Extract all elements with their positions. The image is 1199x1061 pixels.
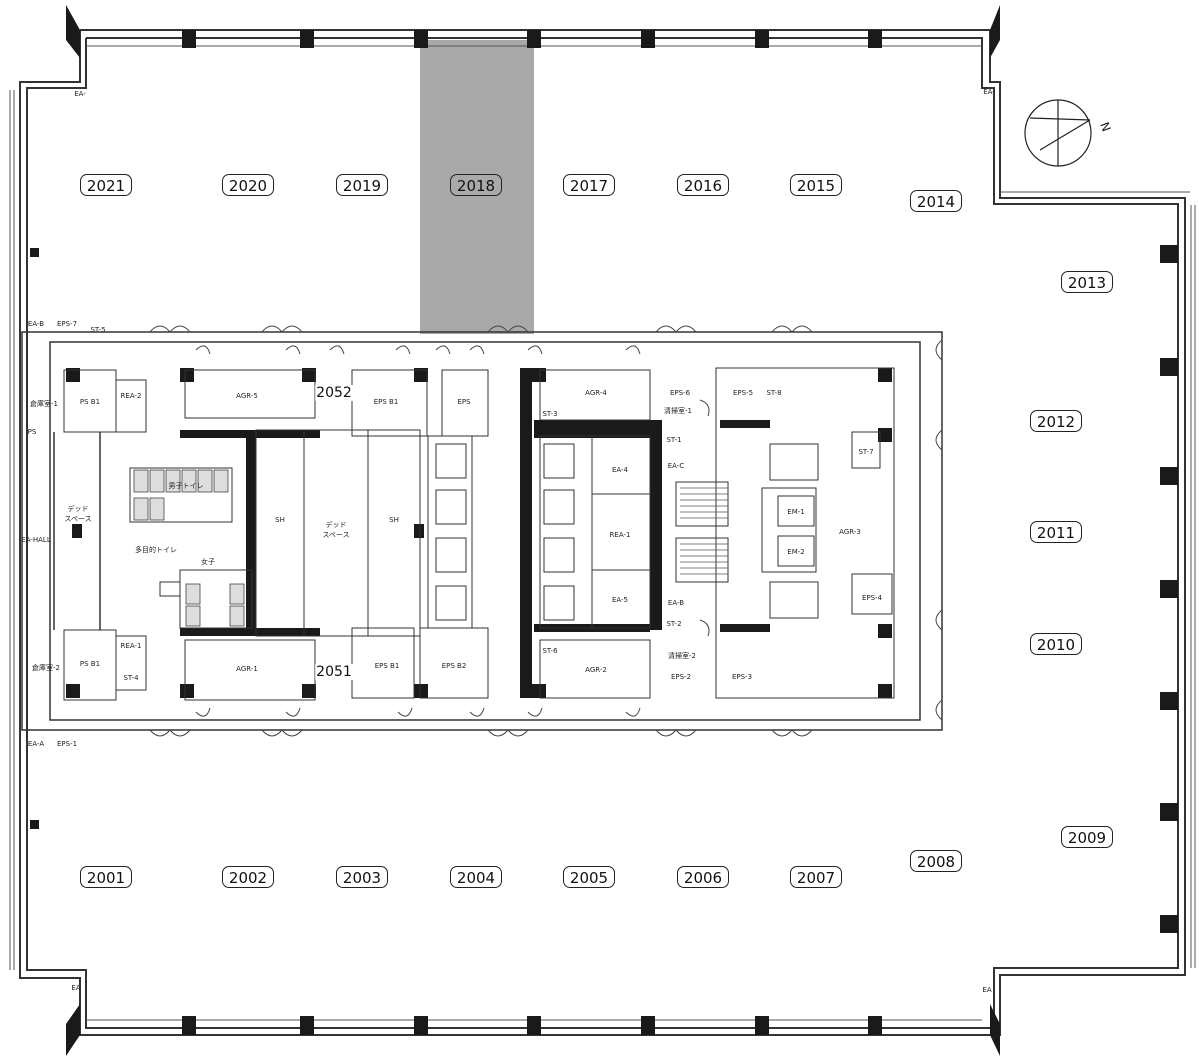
room-agr2: AGR-2 bbox=[585, 666, 607, 674]
room-eps4: EPS-4 bbox=[861, 594, 883, 602]
room-sh-a: SH bbox=[275, 516, 285, 524]
room-eps1: EPS-1 bbox=[56, 740, 78, 748]
room-ea-top-right: EA- bbox=[983, 88, 995, 96]
room-eps6: EPS-6 bbox=[669, 389, 691, 397]
unit-2020[interactable]: 2020 bbox=[222, 174, 274, 196]
room-eps7: EPS-7 bbox=[56, 320, 78, 328]
room-ea-hall: EA-HALL bbox=[21, 536, 51, 544]
unit-2019[interactable]: 2019 bbox=[336, 174, 388, 196]
room-st5: ST-5 bbox=[90, 326, 106, 334]
room-multi-toilet: 多目的トイレ bbox=[135, 546, 177, 554]
elevator-cars bbox=[435, 443, 815, 621]
room-rea1-core: REA-1 bbox=[609, 531, 631, 539]
unit-2002[interactable]: 2002 bbox=[222, 866, 274, 888]
room-agr4: AGR-4 bbox=[585, 389, 607, 397]
room-st2: ST-2 bbox=[666, 620, 682, 628]
unit-2009[interactable]: 2009 bbox=[1061, 826, 1113, 848]
unit-2018[interactable]: 2018 bbox=[450, 174, 502, 196]
corner-fins bbox=[66, 5, 1000, 1056]
unit-2013[interactable]: 2013 bbox=[1061, 271, 1113, 293]
room-eps2: EPS-2 bbox=[670, 673, 692, 681]
unit-2016[interactable]: 2016 bbox=[677, 174, 729, 196]
stairs bbox=[680, 487, 728, 575]
svg-text:N: N bbox=[1097, 120, 1113, 133]
unit-2004[interactable]: 2004 bbox=[450, 866, 502, 888]
room-ea-top-left: EA- bbox=[74, 90, 86, 98]
unit-2011[interactable]: 2011 bbox=[1030, 521, 1082, 543]
room-st1: ST-1 bbox=[666, 436, 682, 444]
room-dead-space-center: デッド スペース bbox=[322, 521, 350, 539]
room-ea-b: EA-B bbox=[667, 599, 685, 607]
room-agr3: AGR-3 bbox=[839, 528, 861, 536]
room-ea-bottom-left: EA bbox=[71, 984, 81, 992]
unit-2008[interactable]: 2008 bbox=[910, 850, 962, 872]
room-storage-1: 清掃室-1 bbox=[664, 407, 692, 415]
unit-2052[interactable]: 2052 bbox=[315, 385, 353, 401]
core-partitions bbox=[63, 367, 895, 701]
room-ps-left: PS bbox=[27, 428, 37, 436]
toilet-stalls bbox=[133, 469, 245, 627]
exterior-wall bbox=[19, 29, 1186, 1036]
unit-2003[interactable]: 2003 bbox=[336, 866, 388, 888]
room-st6: ST-6 bbox=[542, 647, 558, 655]
room-eps-b1-top: EPS B1 bbox=[373, 398, 399, 406]
room-ea5: EA-5 bbox=[611, 596, 629, 604]
unit-2017[interactable]: 2017 bbox=[563, 174, 615, 196]
unit-2006[interactable]: 2006 bbox=[677, 866, 729, 888]
room-storage-4: 倉庫室-2 bbox=[32, 664, 60, 672]
room-storage-3: 倉庫室-1 bbox=[30, 400, 58, 408]
room-st3: ST-3 bbox=[542, 410, 558, 418]
room-ps-b1-top: PS B1 bbox=[79, 398, 101, 406]
north-arrow-icon: N bbox=[1024, 99, 1113, 167]
unit-2007[interactable]: 2007 bbox=[790, 866, 842, 888]
room-dead-space-left: デッド スペース bbox=[64, 505, 92, 523]
core-walls bbox=[21, 331, 943, 731]
room-sh-b: SH bbox=[389, 516, 399, 524]
doors bbox=[149, 325, 943, 737]
unit-2051[interactable]: 2051 bbox=[315, 664, 353, 680]
room-ea-c: EA-C bbox=[667, 462, 685, 470]
curtain-wall-hatch bbox=[9, 45, 1196, 1021]
room-st8: ST-8 bbox=[766, 389, 782, 397]
room-eps-b2-bottom: EPS B2 bbox=[441, 662, 467, 670]
room-eps5: EPS-5 bbox=[732, 389, 754, 397]
room-rea2: REA-2 bbox=[120, 392, 142, 400]
unit-2001[interactable]: 2001 bbox=[80, 866, 132, 888]
unit-2012[interactable]: 2012 bbox=[1030, 410, 1082, 432]
room-em1: EM-1 bbox=[787, 508, 805, 516]
unit-2010[interactable]: 2010 bbox=[1030, 633, 1082, 655]
unit-2015[interactable]: 2015 bbox=[790, 174, 842, 196]
room-ea4: EA-4 bbox=[611, 466, 629, 474]
room-st7: ST-7 bbox=[858, 448, 874, 456]
room-toilet-women: 女子 bbox=[201, 558, 215, 566]
room-ea-a: EA-A bbox=[27, 740, 45, 748]
unit-2021[interactable]: 2021 bbox=[80, 174, 132, 196]
room-st4: ST-4 bbox=[123, 674, 139, 682]
unit-2014[interactable]: 2014 bbox=[910, 190, 962, 212]
room-eps-top: EPS bbox=[457, 398, 471, 406]
room-rea1-left: REA-1 bbox=[120, 642, 142, 650]
room-agr1: AGR-1 bbox=[236, 665, 258, 673]
room-eps3: EPS-3 bbox=[731, 673, 753, 681]
room-eps-b1-bottom: EPS B1 bbox=[374, 662, 400, 670]
room-storage-2: 清掃室-2 bbox=[668, 652, 696, 660]
room-ps-b1-bottom: PS B1 bbox=[79, 660, 101, 668]
unit-2005[interactable]: 2005 bbox=[563, 866, 615, 888]
perimeter-columns bbox=[30, 30, 1178, 1035]
room-toilet-men: 男子トイレ bbox=[168, 482, 204, 490]
room-ea-bottom-right: EA bbox=[982, 986, 992, 994]
room-em2: EM-2 bbox=[787, 548, 805, 556]
room-agr5: AGR-5 bbox=[236, 392, 258, 400]
room-ea-b1: EA-B bbox=[27, 320, 45, 328]
